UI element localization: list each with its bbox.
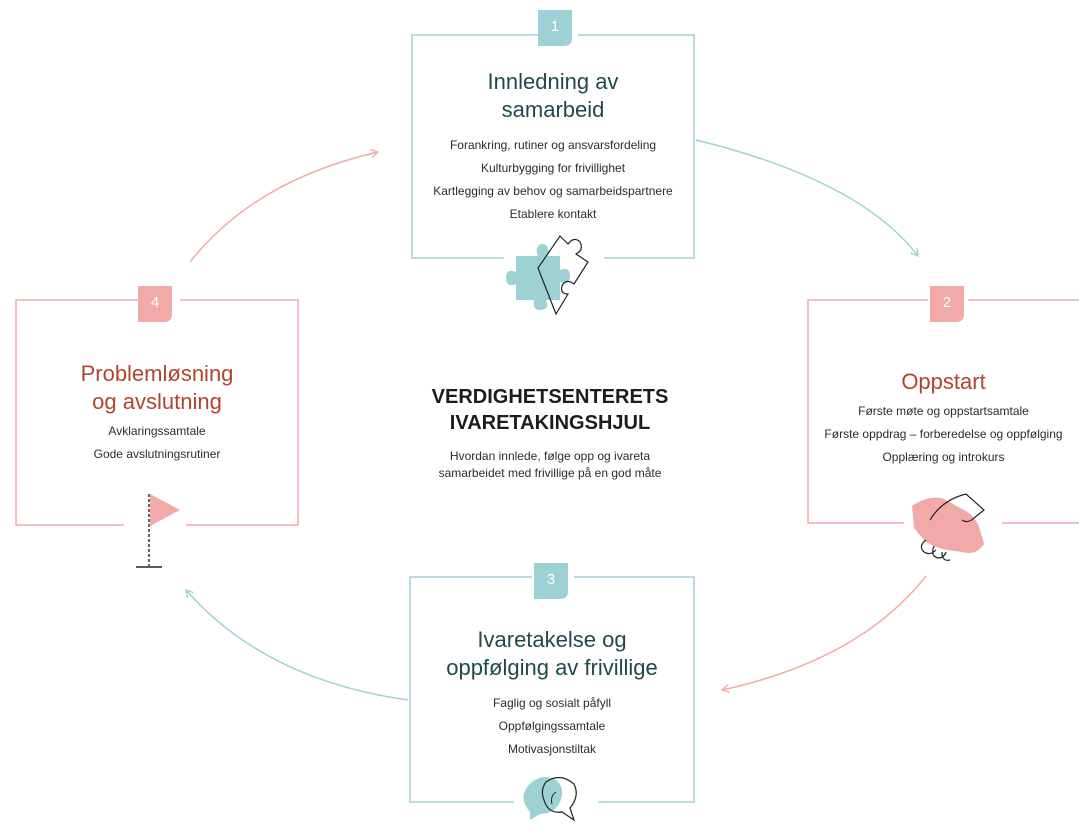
card-4-title-line2: og avslutning [92, 389, 222, 414]
card-4: Problemløsning og avslutning Avklaringss… [16, 360, 298, 466]
card-4-items: Avklaringssamtale Gode avslutningsrutine… [16, 420, 298, 466]
badge-4-number: 4 [150, 294, 160, 311]
card-3-item: Oppfølgingssamtale [498, 719, 606, 733]
card-2-item: Første oppdrag – forberedelse og oppfølg… [824, 427, 1063, 441]
badge-2 [930, 286, 964, 322]
card-1-title: Innledning av samarbeid [412, 68, 694, 124]
card-3-frame [409, 576, 695, 803]
card-4-frame [15, 299, 299, 526]
flag-icon [136, 494, 180, 568]
center-description: Hvordan innlede, følge opp og ivareta sa… [380, 448, 720, 482]
arrow-2-to-3 [720, 575, 927, 694]
puzzle-icon [506, 235, 589, 316]
arrow-3-to-4 [185, 589, 409, 701]
arrow-1-to-2 [695, 139, 919, 258]
card-2-item: Første møte og oppstartsamtale [858, 404, 1029, 418]
card-2: Oppstart Første møte og oppstartsamtale … [808, 368, 1079, 469]
card-1-title-line1: Innledning av [487, 69, 619, 94]
card-3-item: Faglig og sosialt påfyll [492, 696, 612, 710]
card-3-item: Motivasjonstiltak [507, 742, 597, 756]
arrow-4-to-1 [189, 149, 380, 263]
center-title-line2: IVARETAKINGSHJUL [449, 412, 651, 434]
card-1-item: Etablere kontakt [509, 207, 597, 221]
center-title: VERDIGHETSENTERETS IVARETAKINGSHJUL [380, 384, 720, 436]
center-description-line2: samarbeidet med frivillige på en god måt… [438, 466, 662, 480]
card-4-item: Avklaringssamtale [108, 424, 206, 438]
speech-bubble-icon [523, 776, 577, 822]
card-4-title-line1: Problemløsning [80, 361, 234, 386]
card-2-title: Oppstart [808, 368, 1079, 396]
card-1-items: Forankring, rutiner og ansvarsfordeling … [412, 134, 694, 226]
card-1-item: Forankring, rutiner og ansvarsfordeling [449, 138, 657, 152]
badge-2-number: 2 [942, 294, 952, 311]
card-2-item: Opplæring og introkurs [882, 450, 1005, 464]
card-3-title-line1: Ivaretakelse og [477, 627, 627, 652]
card-1-item: Kartlegging av behov og samarbeidspartne… [433, 184, 673, 198]
card-4-title: Problemløsning og avslutning [16, 360, 298, 416]
card-1-item: Kulturbygging for frivillighet [480, 161, 626, 175]
badge-4 [138, 286, 172, 322]
card-2-title-line1: Oppstart [901, 369, 986, 394]
center-title-line1: VERDIGHETSENTERETS [431, 386, 669, 408]
card-1-frame [411, 34, 695, 259]
card-3-items: Faglig og sosialt påfyll Oppfølgingssamt… [410, 692, 694, 761]
center-block: VERDIGHETSENTERETS IVARETAKINGSHJUL Hvor… [380, 384, 720, 482]
badge-1 [538, 10, 572, 46]
center-description-line1: Hvordan innlede, følge opp og ivareta [449, 449, 651, 463]
badge-3 [534, 563, 568, 599]
card-2-frame [807, 299, 1079, 524]
badge-3-number: 3 [546, 571, 556, 588]
badge-1-number: 1 [550, 18, 560, 35]
card-3-title-line2: oppfølging av frivillige [446, 655, 658, 680]
card-3-title: Ivaretakelse og oppfølging av frivillige [410, 626, 694, 682]
card-1: Innledning av samarbeid Forankring, ruti… [412, 68, 694, 226]
card-1-title-line2: samarbeid [501, 97, 605, 122]
handshake-icon [912, 493, 985, 561]
card-3: Ivaretakelse og oppfølging av frivillige… [410, 626, 694, 761]
card-2-items: Første møte og oppstartsamtale Første op… [808, 400, 1079, 469]
card-4-item: Gode avslutningsrutiner [93, 447, 221, 461]
